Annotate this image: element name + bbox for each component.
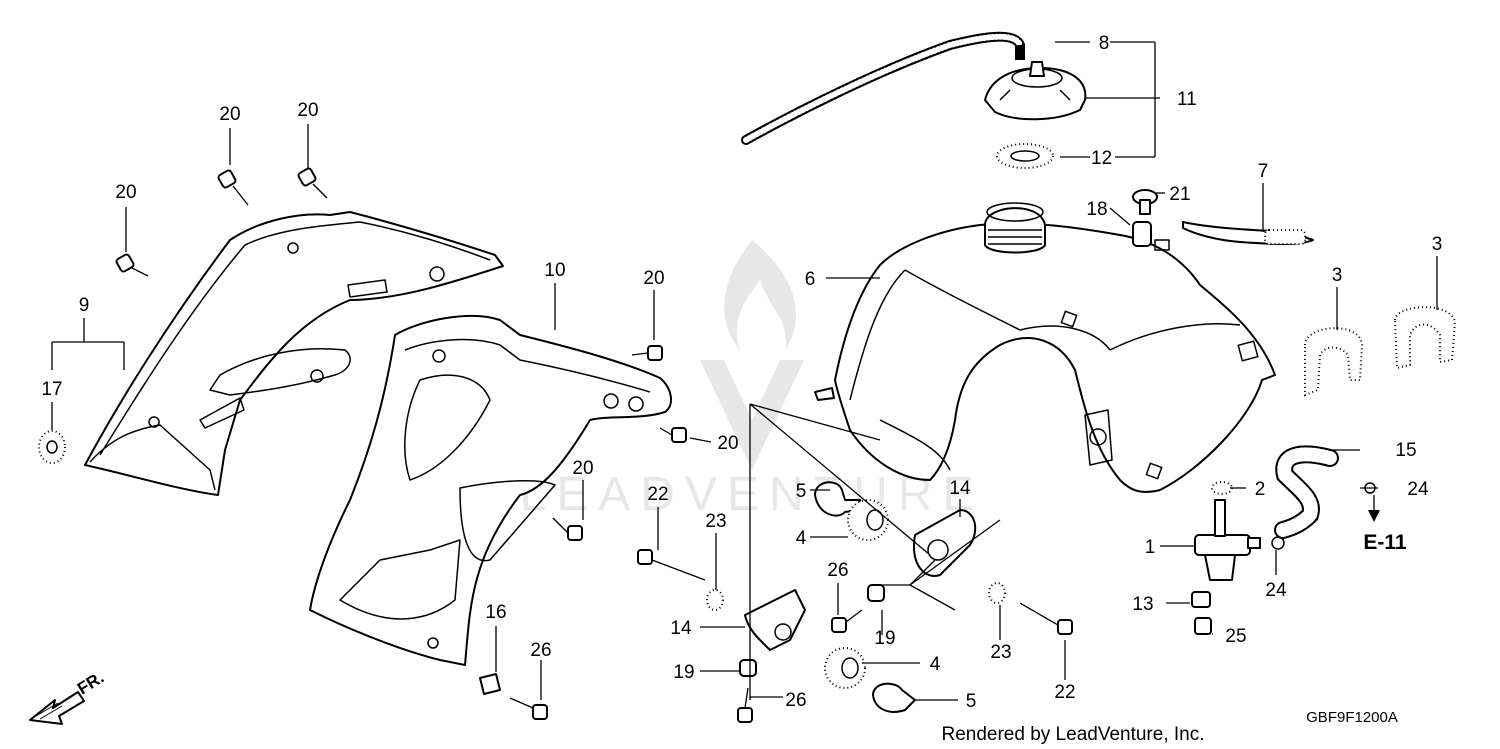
callout-16: 16 bbox=[485, 602, 506, 623]
watermark: LEADVENTURE bbox=[520, 240, 985, 521]
callout-14: 14 bbox=[949, 478, 971, 499]
callout-7: 7 bbox=[1258, 161, 1269, 182]
breather-hose[interactable] bbox=[741, 31, 1025, 145]
callout-26: 26 bbox=[530, 640, 551, 661]
bracket-14-upper[interactable] bbox=[913, 509, 977, 577]
washer-23-right[interactable] bbox=[988, 582, 1006, 604]
bolt-20-e[interactable] bbox=[659, 427, 687, 443]
callout-20: 20 bbox=[572, 458, 593, 479]
fuel-tube-15[interactable] bbox=[1274, 445, 1339, 539]
callout-3: 3 bbox=[1332, 265, 1343, 286]
callout-2: 2 bbox=[1255, 479, 1266, 500]
fuel-cock[interactable] bbox=[1194, 499, 1261, 581]
callout-12: 12 bbox=[1091, 148, 1112, 169]
cap-18[interactable] bbox=[1132, 221, 1152, 247]
bolt-26-shroud[interactable] bbox=[509, 697, 548, 720]
cushion-3-b[interactable] bbox=[1393, 306, 1457, 370]
callout-15: 15 bbox=[1395, 440, 1416, 461]
callout-26: 26 bbox=[827, 560, 848, 581]
callout-20: 20 bbox=[297, 100, 318, 121]
leader-lines bbox=[51, 41, 1438, 701]
bolt-20-c[interactable] bbox=[115, 253, 149, 277]
bolt-26-upper[interactable] bbox=[831, 609, 863, 633]
callout-5: 5 bbox=[966, 691, 977, 712]
callout-10: 10 bbox=[544, 260, 565, 281]
bolt-22-left[interactable] bbox=[637, 549, 706, 581]
fuel-tank[interactable] bbox=[814, 202, 1276, 493]
fuel-cap[interactable] bbox=[984, 61, 1087, 121]
left-shroud[interactable] bbox=[84, 211, 504, 496]
callout-24: 24 bbox=[1407, 479, 1429, 500]
callout-20: 20 bbox=[219, 104, 240, 125]
callout-20: 20 bbox=[717, 433, 738, 454]
nut-19-upper[interactable] bbox=[867, 584, 885, 602]
cushion-3-a[interactable] bbox=[1304, 327, 1364, 397]
watermark-text: LEADVENTURE bbox=[520, 468, 985, 521]
callout-labels: 20 20 20 9 17 10 20 20 20 16 26 22 23 14… bbox=[41, 33, 1442, 712]
front-direction-arrow: FR. bbox=[29, 668, 107, 725]
cap-gasket[interactable] bbox=[996, 143, 1054, 169]
credit-text: Rendered by LeadVenture, Inc. bbox=[941, 724, 1204, 745]
bolt-25[interactable] bbox=[1194, 617, 1212, 635]
callout-26: 26 bbox=[785, 690, 806, 711]
callout-22: 22 bbox=[1054, 682, 1075, 703]
callout-11: 11 bbox=[1177, 89, 1197, 110]
callout-23: 23 bbox=[705, 511, 726, 532]
washer-23-left[interactable] bbox=[706, 589, 724, 611]
bolt-20-d[interactable] bbox=[631, 345, 663, 361]
callout-25: 25 bbox=[1225, 626, 1246, 647]
nut-19-lower[interactable] bbox=[739, 659, 757, 677]
bolt-20-f[interactable] bbox=[552, 517, 583, 541]
plug-21[interactable] bbox=[1132, 189, 1158, 215]
callout-22: 22 bbox=[647, 484, 668, 505]
callout-9: 9 bbox=[79, 295, 90, 316]
callout-8: 8 bbox=[1099, 33, 1110, 54]
collar-16[interactable] bbox=[479, 673, 501, 695]
callout-23: 23 bbox=[990, 642, 1011, 663]
bolt-20-b[interactable] bbox=[297, 167, 328, 199]
callout-6: 6 bbox=[805, 269, 816, 290]
callout-19: 19 bbox=[874, 628, 895, 649]
clip-24-b[interactable] bbox=[1271, 536, 1285, 550]
callout-20: 20 bbox=[115, 182, 136, 203]
callout-1: 1 bbox=[1145, 537, 1156, 558]
washer-2[interactable] bbox=[1211, 481, 1233, 495]
bracket-14-lower[interactable] bbox=[744, 589, 806, 651]
callout-17: 17 bbox=[41, 379, 62, 400]
right-shroud[interactable] bbox=[309, 314, 672, 666]
bolt-22-right[interactable] bbox=[1019, 602, 1073, 635]
callout-21: 21 bbox=[1169, 184, 1190, 205]
drawing-code: GBF9F1200A bbox=[1306, 709, 1398, 726]
bolt-26-lower[interactable] bbox=[737, 687, 753, 723]
callout-3: 3 bbox=[1432, 234, 1443, 255]
callout-14: 14 bbox=[670, 618, 692, 639]
rubber-4-upper[interactable] bbox=[847, 499, 889, 541]
callout-18: 18 bbox=[1086, 199, 1107, 220]
callout-5: 5 bbox=[796, 481, 807, 502]
section-ref-e11: E-11 bbox=[1363, 531, 1407, 554]
rubber-4-lower[interactable] bbox=[824, 647, 866, 689]
callout-13: 13 bbox=[1132, 594, 1153, 615]
callout-4: 4 bbox=[796, 528, 807, 549]
bolt-20-a[interactable] bbox=[217, 169, 249, 206]
grommet-17[interactable] bbox=[38, 430, 66, 464]
callout-20: 20 bbox=[643, 268, 664, 289]
cup-13[interactable] bbox=[1191, 591, 1211, 608]
callout-4: 4 bbox=[930, 654, 941, 675]
band-7[interactable] bbox=[1182, 221, 1314, 245]
collar-5-lower[interactable] bbox=[872, 682, 916, 713]
callout-24: 24 bbox=[1265, 580, 1287, 601]
callout-19: 19 bbox=[673, 662, 694, 683]
